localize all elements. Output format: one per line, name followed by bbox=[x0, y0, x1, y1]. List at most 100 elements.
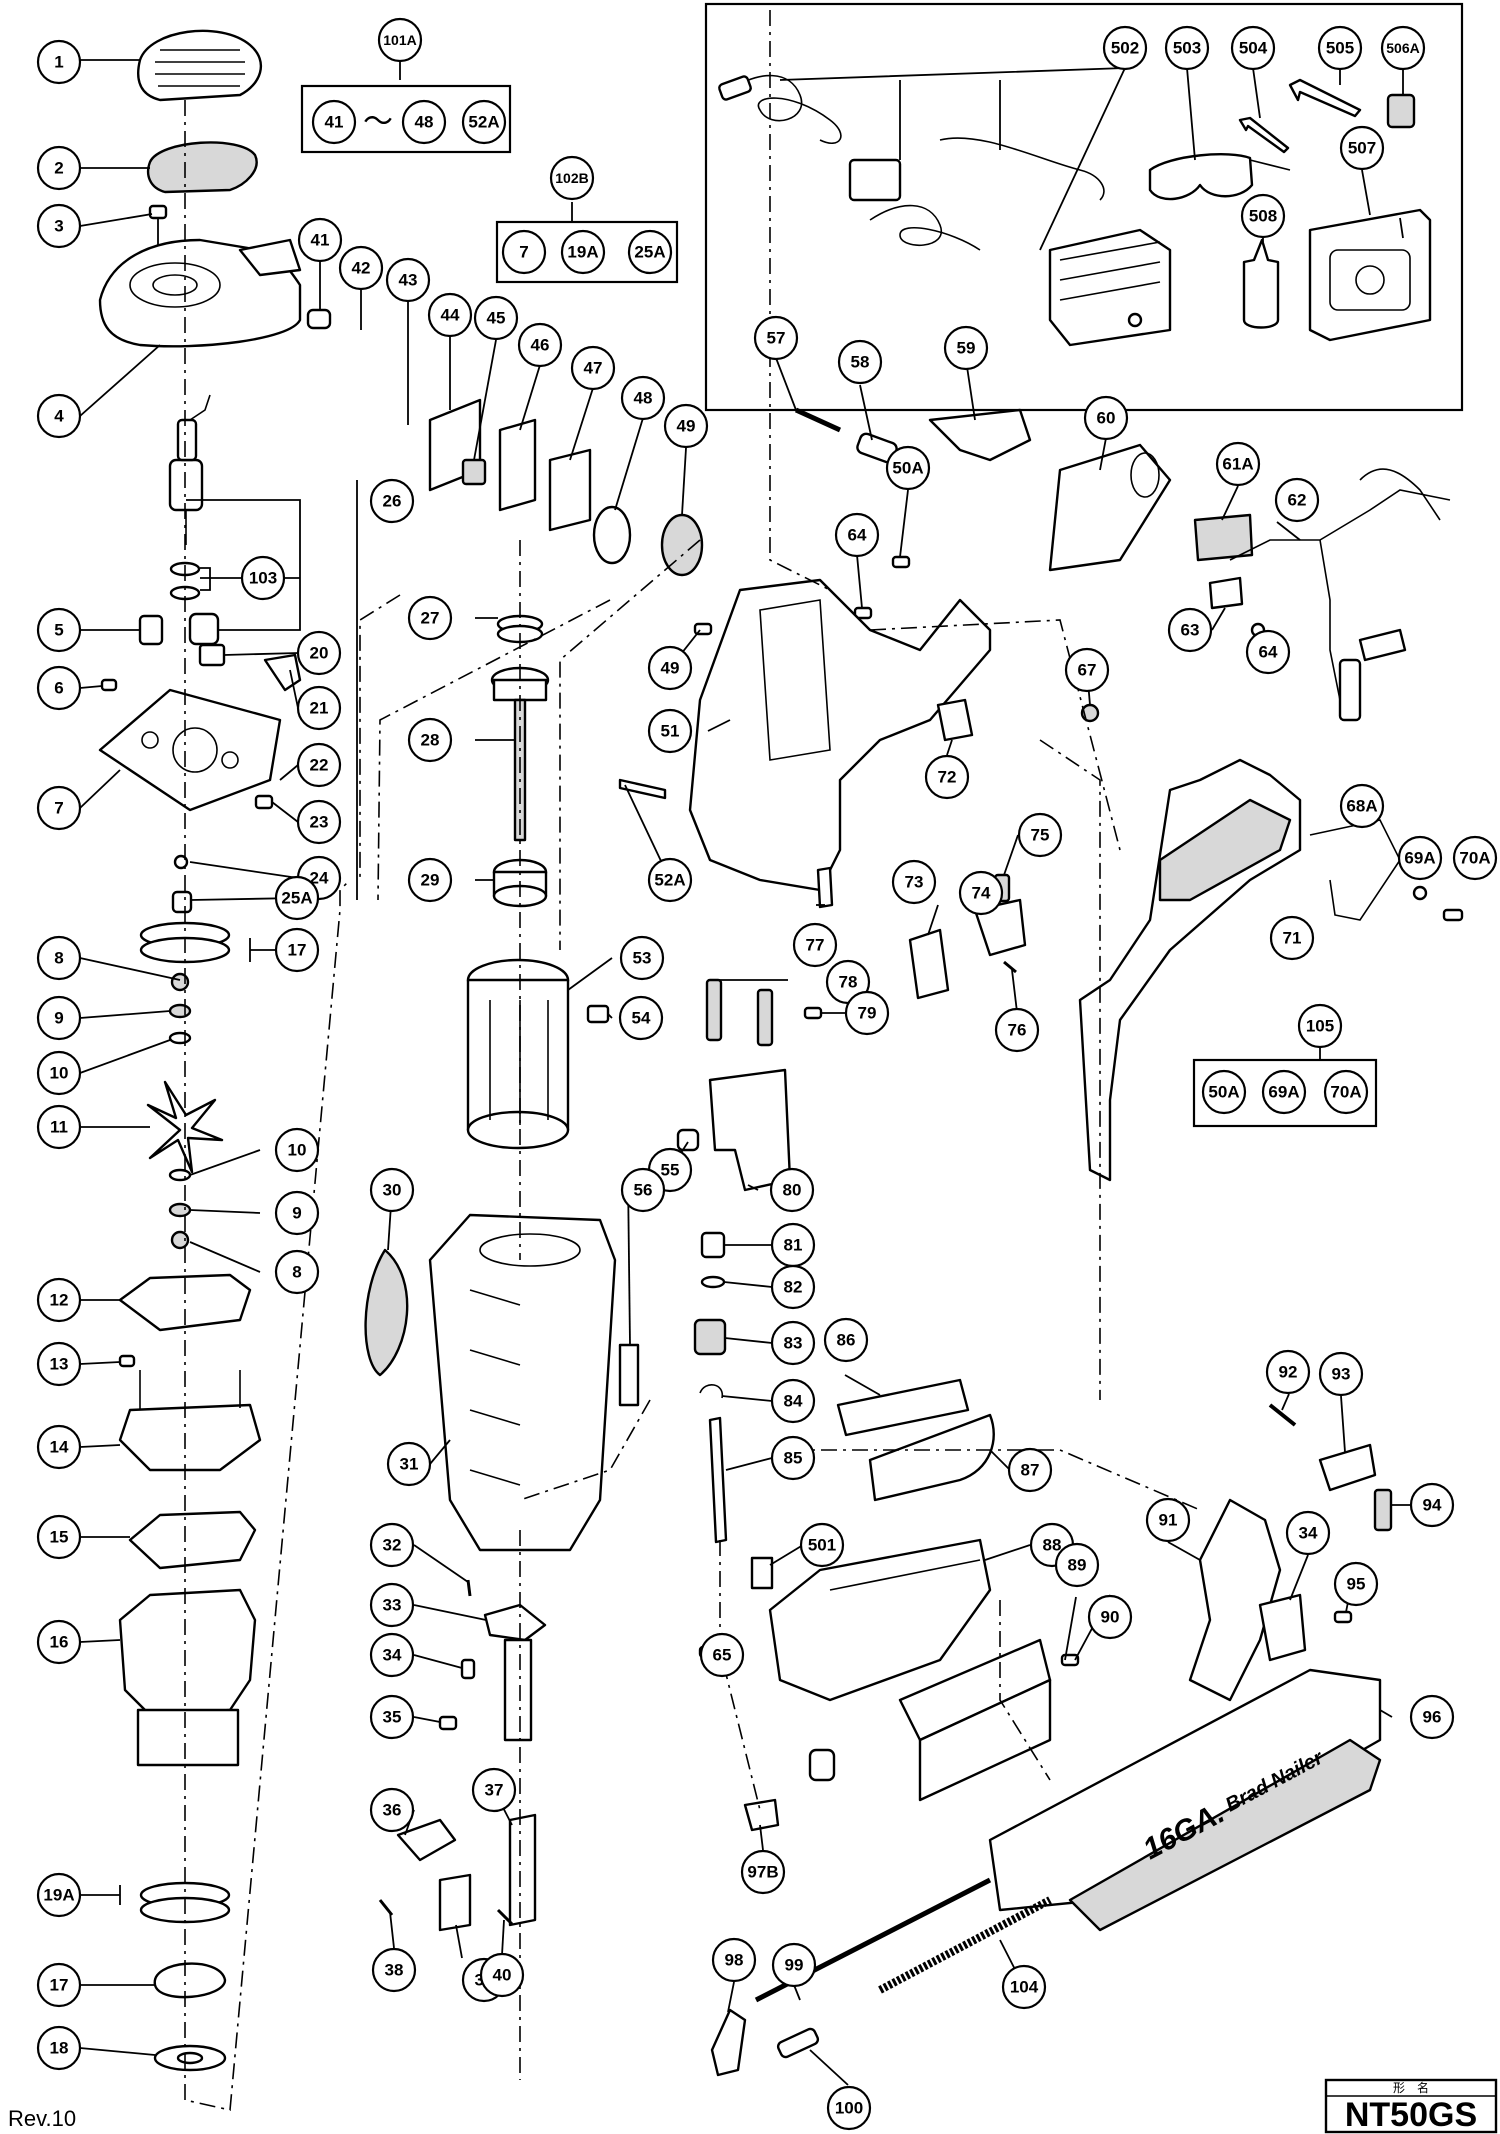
part-callout: 37 bbox=[471, 1767, 517, 1813]
part-callout: 97B bbox=[740, 1849, 786, 1895]
part-callout: 65 bbox=[699, 1632, 745, 1678]
gasket-part bbox=[128, 1510, 257, 1570]
callout-number: 101A bbox=[383, 32, 416, 48]
callout-number: 87 bbox=[1021, 1461, 1040, 1480]
callout-number: 67 bbox=[1078, 661, 1097, 680]
callout-number: 5 bbox=[54, 621, 63, 640]
group-member-callout: 41 bbox=[311, 99, 357, 145]
callout-number: 14 bbox=[50, 1438, 69, 1457]
callout-number: 56 bbox=[634, 1181, 653, 1200]
charger-cord-part bbox=[718, 74, 1105, 251]
group-member-callout: 70A bbox=[1323, 1069, 1369, 1115]
cylinder-part bbox=[466, 958, 570, 1150]
screw-part bbox=[254, 794, 274, 810]
part-callout: 85 bbox=[770, 1435, 816, 1481]
screw-part bbox=[1442, 908, 1464, 922]
callout-number: 15 bbox=[50, 1528, 69, 1547]
part-callout: 61A bbox=[1215, 441, 1261, 487]
callout-number: 98 bbox=[725, 1951, 744, 1970]
callout-number: 64 bbox=[848, 526, 867, 545]
callout-number: 61A bbox=[1222, 455, 1253, 474]
group-box-101A bbox=[300, 84, 512, 154]
part-callout: 32 bbox=[369, 1522, 415, 1568]
screw-part bbox=[803, 1006, 823, 1020]
snap-ring-part bbox=[153, 1962, 227, 1999]
callout-number: 80 bbox=[783, 1181, 802, 1200]
part-callout: 8 bbox=[36, 935, 82, 981]
part-callout: 14 bbox=[36, 1424, 82, 1470]
callout-number: 27 bbox=[421, 609, 440, 628]
adjuster-part bbox=[700, 1231, 726, 1259]
callout-number: 40 bbox=[493, 1966, 512, 1985]
part-callout: 27 bbox=[407, 595, 453, 641]
latch-part bbox=[743, 1798, 780, 1832]
part-callout: 22 bbox=[296, 742, 342, 788]
callout-number: 45 bbox=[487, 309, 506, 328]
part-callout: 47 bbox=[570, 345, 616, 391]
callout-number: 19A bbox=[43, 1886, 74, 1905]
exhaust-filter-part bbox=[146, 141, 258, 194]
callout-number: 19A bbox=[567, 243, 598, 262]
screw-part bbox=[1333, 1610, 1353, 1624]
part-callout: 81 bbox=[770, 1222, 816, 1268]
part-callout: 2 bbox=[36, 145, 82, 191]
part-callout: 92 bbox=[1265, 1349, 1311, 1395]
callout-number: 17 bbox=[50, 1976, 69, 1995]
callout-number: 97B bbox=[747, 1863, 778, 1882]
part-callout: 506A bbox=[1380, 25, 1426, 71]
callout-number: 4 bbox=[54, 407, 64, 426]
callout-number: 8 bbox=[54, 949, 63, 968]
callout-number: 21 bbox=[310, 699, 329, 718]
washer-part bbox=[168, 1202, 192, 1218]
part-callout: 69A bbox=[1397, 835, 1443, 881]
part-callout: 16 bbox=[36, 1619, 82, 1665]
washer-part bbox=[153, 2044, 227, 2072]
callout-number: 69A bbox=[1404, 849, 1435, 868]
group-label-callout: 101A bbox=[377, 17, 423, 63]
callout-number: 11 bbox=[50, 1118, 68, 1137]
part-callout: 76 bbox=[994, 1007, 1040, 1053]
arm-part bbox=[438, 1873, 472, 1932]
belt-hook-part bbox=[1309, 819, 1401, 921]
callout-number: 7 bbox=[519, 243, 528, 262]
callout-number: 57 bbox=[767, 329, 786, 348]
callout-number: 65 bbox=[713, 1646, 732, 1665]
part-callout: 7 bbox=[36, 785, 82, 831]
part-callout: 93 bbox=[1318, 1351, 1364, 1397]
callout-layer: 1234567891011109812131415161718103202122… bbox=[36, 17, 1498, 2131]
ring-part bbox=[699, 1384, 723, 1399]
part-callout: 94 bbox=[1409, 1482, 1455, 1528]
part-callout: 82 bbox=[770, 1264, 816, 1310]
callout-number: 34 bbox=[383, 1646, 402, 1665]
group-member-callout: 7 bbox=[501, 229, 547, 275]
cap-part bbox=[676, 1128, 700, 1152]
callout-number: 23 bbox=[310, 813, 329, 832]
callout-number: 25A bbox=[281, 889, 312, 908]
callout-number: 52A bbox=[468, 113, 499, 132]
group-label-callout: 102B bbox=[549, 155, 595, 201]
part-callout: 91 bbox=[1145, 1497, 1191, 1543]
callout-number: 50A bbox=[892, 459, 923, 478]
label-part bbox=[364, 1248, 409, 1377]
magazine-part: 16GA. Brad Nailer bbox=[988, 1668, 1382, 1932]
cap-part bbox=[396, 1818, 457, 1862]
part-callout: 9 bbox=[36, 995, 82, 1041]
solenoid-valve-part bbox=[168, 394, 211, 545]
carrying-case-part bbox=[1308, 208, 1432, 342]
part-callout: 95 bbox=[1333, 1561, 1379, 1607]
part-callout: 5 bbox=[36, 607, 82, 653]
callout-number: 36 bbox=[383, 1801, 402, 1820]
part-callout: 80 bbox=[769, 1167, 815, 1213]
part-callout: 11 bbox=[36, 1104, 82, 1150]
body-part bbox=[428, 1213, 617, 1552]
safety-goggles-part bbox=[1148, 153, 1291, 201]
callout-number: 75 bbox=[1031, 826, 1050, 845]
part-callout: 73 bbox=[891, 859, 937, 905]
part-callout: 98 bbox=[711, 1937, 757, 1983]
part-callout: 19A bbox=[36, 1872, 82, 1918]
part-callout: 68A bbox=[1339, 783, 1385, 829]
callout-number: 54 bbox=[632, 1009, 651, 1028]
band-part bbox=[139, 921, 231, 964]
spring-part bbox=[705, 978, 723, 1042]
callout-number: 18 bbox=[50, 2039, 69, 2058]
